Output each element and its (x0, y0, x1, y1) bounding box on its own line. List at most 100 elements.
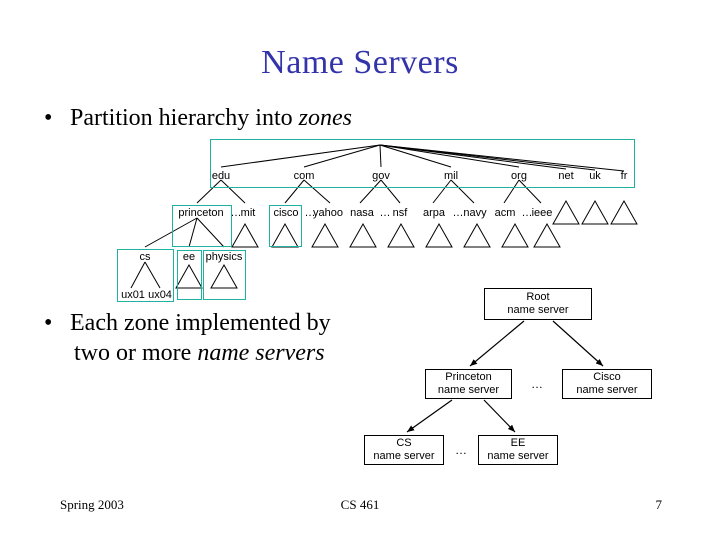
tree-node-com: com (293, 170, 315, 182)
zone-box-princeton (172, 205, 232, 247)
bullet-1-text: Partition hierarchy into (70, 105, 299, 131)
tree-node-fr: fr (620, 170, 628, 182)
triangle-arpa (425, 222, 453, 248)
edge-org-acm (503, 179, 520, 204)
tree-node-cs: cs (139, 251, 151, 263)
tree-node-mit: mit (240, 207, 256, 219)
tree-node-ieee: ieee (531, 207, 553, 219)
tree-node-physics: physics (205, 251, 243, 263)
arrow-princeton-to-cs (406, 399, 453, 433)
name-server-ee: EE name server (478, 435, 558, 465)
zone-box-cs (117, 249, 174, 302)
ns-ee-line1: EE (510, 437, 526, 449)
triangle-ieee (533, 222, 561, 248)
triangle-mit (231, 222, 259, 248)
edge-cs-ux04 (144, 261, 161, 289)
triangle-net (552, 199, 580, 225)
ns-ee-line2: name server (487, 450, 549, 462)
ns-cs-line2: name server (373, 450, 435, 462)
tree-node-acm: acm (494, 207, 516, 219)
zone-box-physics (203, 250, 246, 300)
ns-root-line2: name server (507, 304, 569, 316)
zone-box-root (210, 139, 635, 188)
edge-mil-navy (450, 179, 475, 204)
edge-gov-nasa (359, 179, 382, 204)
ns-princeton-line2: name server (437, 384, 500, 396)
ns-root-line1: Root (526, 291, 550, 303)
tree-node-ux04: ux04 (148, 289, 172, 301)
zone-box-cisco (269, 205, 302, 247)
footer-page-number: 7 (655, 497, 663, 512)
triangle-yahoo (311, 222, 339, 248)
edge-edu-princeton (196, 179, 222, 204)
triangle-navy (463, 222, 491, 248)
name-server-root: Root name server (484, 288, 592, 320)
edge-org-ieee (518, 179, 542, 204)
tree-node-princeton: princeton (178, 207, 224, 219)
edge-com-cisco (284, 179, 305, 204)
tree-ellipsis-org: … (521, 207, 533, 219)
triangle-nsf (387, 222, 415, 248)
tree-node-arpa: arpa (422, 207, 446, 219)
triangle-ee (175, 263, 203, 289)
page-title: Name Servers (261, 44, 459, 81)
name-server-cisco: Cisco name server (562, 369, 652, 399)
edge-root-fr (379, 144, 625, 172)
ns-princeton-line1: Princeton (445, 371, 492, 383)
edge-princeton-cs (144, 217, 198, 248)
tree-node-edu: edu (211, 170, 231, 182)
bullet-1-emphasis: zones (298, 105, 352, 131)
bullet-2-line1: Each zone implemented by (70, 310, 331, 336)
edge-root-edu (220, 144, 381, 168)
bullet-partition-hierarchy: • Partition hierarchy into zones (44, 103, 352, 133)
bullet-marker: • (44, 105, 53, 131)
footer-course: CS 461 (340, 497, 380, 512)
tree-node-nasa: nasa (350, 207, 374, 219)
triangle-acm (501, 222, 529, 248)
tree-node-org: org (511, 170, 527, 182)
edge-root-mil (379, 144, 452, 168)
tree-ellipsis-mil: … (452, 207, 464, 219)
footer-term: Spring 2003 (60, 497, 124, 512)
triangle-cisco (271, 222, 299, 248)
arrow-root-to-princeton (469, 320, 525, 367)
triangle-uk (581, 199, 609, 225)
tree-node-mil: mil (443, 170, 459, 182)
edge-root-gov (379, 144, 382, 168)
tree-ellipsis-edu: … (230, 207, 242, 219)
edge-mil-arpa (432, 179, 452, 204)
bullet-2-line2-text: two or more (74, 340, 198, 366)
tree-node-gov: gov (372, 170, 390, 182)
edge-com-yahoo (303, 179, 331, 204)
tree-node-cisco: cisco (273, 207, 299, 219)
ns-cisco-line1: Cisco (593, 371, 621, 383)
tree-node-navy: navy (463, 207, 487, 219)
arrow-princeton-to-ee (483, 399, 516, 433)
triangle-fr (610, 199, 638, 225)
ns-ellipsis-root-level: … (531, 377, 543, 391)
name-server-cs: CS name server (364, 435, 444, 465)
edge-cs-ux01 (130, 261, 146, 289)
tree-node-nsf: nsf (392, 207, 408, 219)
tree-node-uk: uk (589, 170, 601, 182)
edge-root-com (303, 144, 381, 168)
zone-box-ee (177, 250, 202, 300)
tree-node-ee: ee (182, 251, 196, 263)
tree-ellipsis-gov: … (379, 207, 391, 219)
tree-node-ux01: ux01 (121, 289, 145, 301)
edge-edu-mit (220, 179, 246, 204)
triangle-nasa (349, 222, 377, 248)
triangle-physics (210, 263, 238, 289)
edge-princeton-physics (196, 217, 225, 248)
tree-node-yahoo: yahoo (313, 207, 343, 219)
ns-cs-line1: CS (396, 437, 412, 449)
edge-princeton-ee (188, 217, 198, 248)
ns-ellipsis-princeton-level: … (455, 443, 467, 457)
edge-root-org (379, 144, 520, 168)
tree-node-net: net (558, 170, 574, 182)
bullet-marker: • (44, 310, 53, 336)
edge-gov-nsf (380, 179, 401, 204)
arrow-root-to-cisco (552, 320, 604, 367)
ns-cisco-line2: name server (576, 384, 638, 396)
